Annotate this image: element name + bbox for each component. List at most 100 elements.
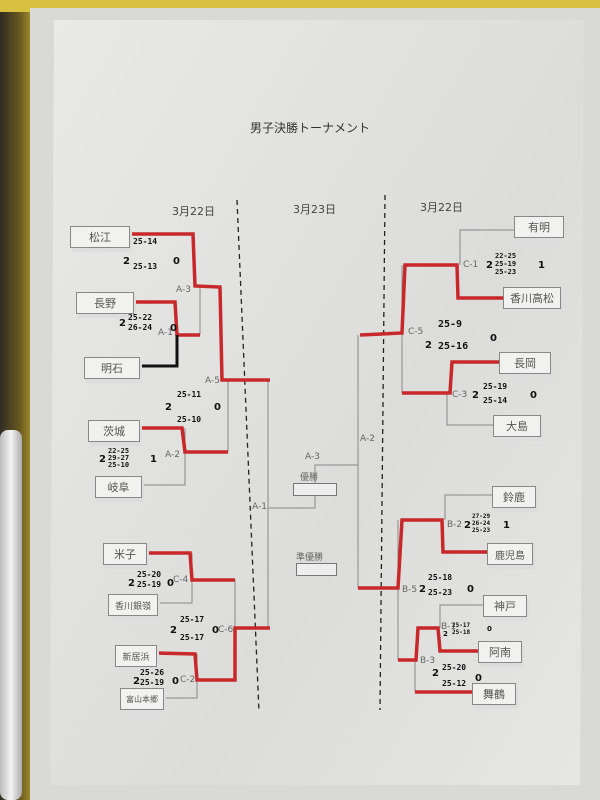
team-maizuru: 舞鶴 xyxy=(472,683,516,705)
match-score: 25-9 25-16 xyxy=(438,320,468,352)
match-wins: 2 xyxy=(133,676,140,687)
team-kagawa-ginrei: 香川銀嶺 xyxy=(108,594,158,616)
set-score: 25-19 xyxy=(137,580,162,589)
team-toyama-hongo: 富山本郷 xyxy=(120,688,164,710)
set-score: 25-19 xyxy=(140,678,165,687)
team-nagaoka: 長岡 xyxy=(499,352,551,374)
match-wins: 2 xyxy=(128,578,135,589)
team-ibaraki: 茨城 xyxy=(88,420,140,442)
date-left: 3月22日 xyxy=(172,205,215,218)
match-code: B-5 xyxy=(402,585,418,595)
match-score: 25-11 25-10 xyxy=(177,390,201,425)
match-wins: 2 xyxy=(123,256,130,267)
set-score: 25-23 xyxy=(495,268,517,276)
match-code: A-1 xyxy=(158,328,173,338)
match-losses: 1 xyxy=(538,260,545,271)
match-losses: 0 xyxy=(167,578,174,589)
match-losses: 0 xyxy=(475,673,482,684)
match-code: B-1 xyxy=(441,622,457,632)
match-losses: 0 xyxy=(172,676,179,687)
match-wins: 2 xyxy=(119,318,126,329)
match-wins: 2 xyxy=(99,454,106,465)
set-score: 25-18 xyxy=(452,629,471,636)
set-score: 27-29 xyxy=(472,513,491,520)
match-wins: 2 xyxy=(419,584,426,595)
team-anan: 阿南 xyxy=(478,641,522,663)
match-score: 25-17 25-17 xyxy=(180,615,204,643)
set-score: 25-14 xyxy=(483,396,508,405)
divider-right xyxy=(379,194,386,711)
set-score: 29-27 xyxy=(108,454,130,462)
set-score: 25-11 xyxy=(177,390,202,399)
champion-box xyxy=(293,483,337,496)
set-score: 25-17 xyxy=(180,633,205,642)
set-score: 22-25 xyxy=(495,252,517,260)
match-score: 25-20 25-12 xyxy=(442,663,466,689)
match-code: C-2 xyxy=(180,675,196,685)
match-losses: 0 xyxy=(173,256,180,267)
set-score: 25-20 xyxy=(137,570,162,579)
team-gifu: 岐阜 xyxy=(95,476,142,498)
set-score: 25-10 xyxy=(177,415,202,424)
match-code-semi-right: A-2 xyxy=(360,434,375,444)
set-score: 25-14 xyxy=(133,237,158,246)
set-score: 25-12 xyxy=(442,679,467,688)
team-matsue: 松江 xyxy=(70,226,130,248)
divider-left xyxy=(236,199,260,713)
match-wins: 2 xyxy=(165,402,172,413)
match-losses: 0 xyxy=(487,625,492,633)
set-score: 25-13 xyxy=(133,262,158,271)
match-code-final: A-3 xyxy=(305,452,320,462)
match-losses: 1 xyxy=(503,520,510,531)
pipe xyxy=(0,430,22,800)
team-yonago: 米子 xyxy=(103,543,147,565)
match-wins: 2 xyxy=(170,625,177,636)
set-score: 25-19 xyxy=(483,382,508,391)
runner-up-box xyxy=(296,563,337,576)
match-score: 25-14 25-13 xyxy=(133,237,157,272)
team-oshima: 大島 xyxy=(493,415,541,437)
set-score: 25-22 xyxy=(128,313,153,322)
set-score: 26-24 xyxy=(472,520,491,527)
set-score: 25-26 xyxy=(140,668,165,677)
match-code: A-5 xyxy=(205,376,220,386)
match-code: A-3 xyxy=(176,285,191,295)
set-score: 25-23 xyxy=(428,588,453,597)
match-code: C-3 xyxy=(452,390,468,400)
runner-up-label: 準優勝 xyxy=(296,553,324,563)
match-wins: 2 xyxy=(425,340,432,351)
set-score: 25-17 xyxy=(452,622,471,629)
team-kagawa-takamatsu: 香川高松 xyxy=(503,287,561,309)
match-code: C-1 xyxy=(463,260,479,270)
poster-title: 男子決勝トーナメント xyxy=(250,121,371,135)
match-losses: 0 xyxy=(214,402,221,413)
set-score: 22-25 xyxy=(108,447,130,455)
set-score: 25-20 xyxy=(442,663,467,672)
team-kobe: 神戸 xyxy=(483,595,527,617)
set-score: 26-24 xyxy=(128,323,153,332)
champion-label: 優勝 xyxy=(300,473,319,483)
match-wins: 2 xyxy=(443,630,448,638)
set-score: 25-16 xyxy=(438,341,469,352)
match-code: A-2 xyxy=(165,450,180,460)
set-score: 25-23 xyxy=(472,527,491,534)
set-score: 25-9 xyxy=(438,319,463,330)
match-code: C-5 xyxy=(408,327,424,337)
match-wins: 2 xyxy=(464,520,471,531)
match-losses: 0 xyxy=(490,333,497,344)
team-niihama: 新居浜 xyxy=(115,645,157,667)
match-code: B-2 xyxy=(447,520,463,530)
set-score: 25-17 xyxy=(180,615,205,624)
match-code: C-6 xyxy=(218,625,234,635)
match-code: B-3 xyxy=(420,656,436,666)
date-center: 3月23日 xyxy=(293,203,336,216)
